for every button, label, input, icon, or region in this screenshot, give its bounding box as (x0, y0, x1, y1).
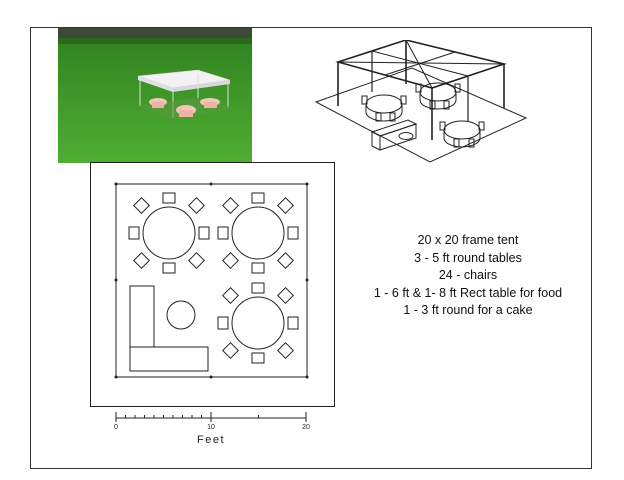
tent-outline (115, 183, 308, 378)
rect-table-6ft (129, 285, 155, 348)
tent-photo (58, 28, 252, 163)
note-line-5: 1 - 3 ft round for a cake (403, 303, 533, 317)
note-line-2: 3 - 5 ft round tables (414, 250, 522, 265)
plan-outer-border (90, 162, 335, 407)
isometric-tent-drawing (312, 39, 534, 185)
note-line-3: 24 - chairs (438, 268, 498, 282)
scale-bar: 0 10 20 Feet (108, 408, 318, 448)
scale-tick-0: 0 (114, 424, 118, 431)
round-table-2 (217, 192, 299, 274)
note-line-1: 20 x 20 frame tent (417, 233, 519, 247)
rect-table-8ft (129, 346, 209, 372)
scale-tick-10: 10 (207, 424, 215, 431)
cake-table (166, 300, 196, 330)
scale-unit-label: Feet (197, 434, 225, 446)
scale-tick-20: 20 (302, 424, 310, 431)
note-line-4: 1 - 6 ft & 1- 8 ft Rect table for food (373, 285, 563, 300)
tent-spec-notes: 20 x 20 frame tent 3 - 5 ft round tables… (348, 232, 588, 320)
round-table-3 (217, 282, 299, 364)
floor-plan (90, 162, 335, 417)
round-table-1 (128, 192, 210, 274)
